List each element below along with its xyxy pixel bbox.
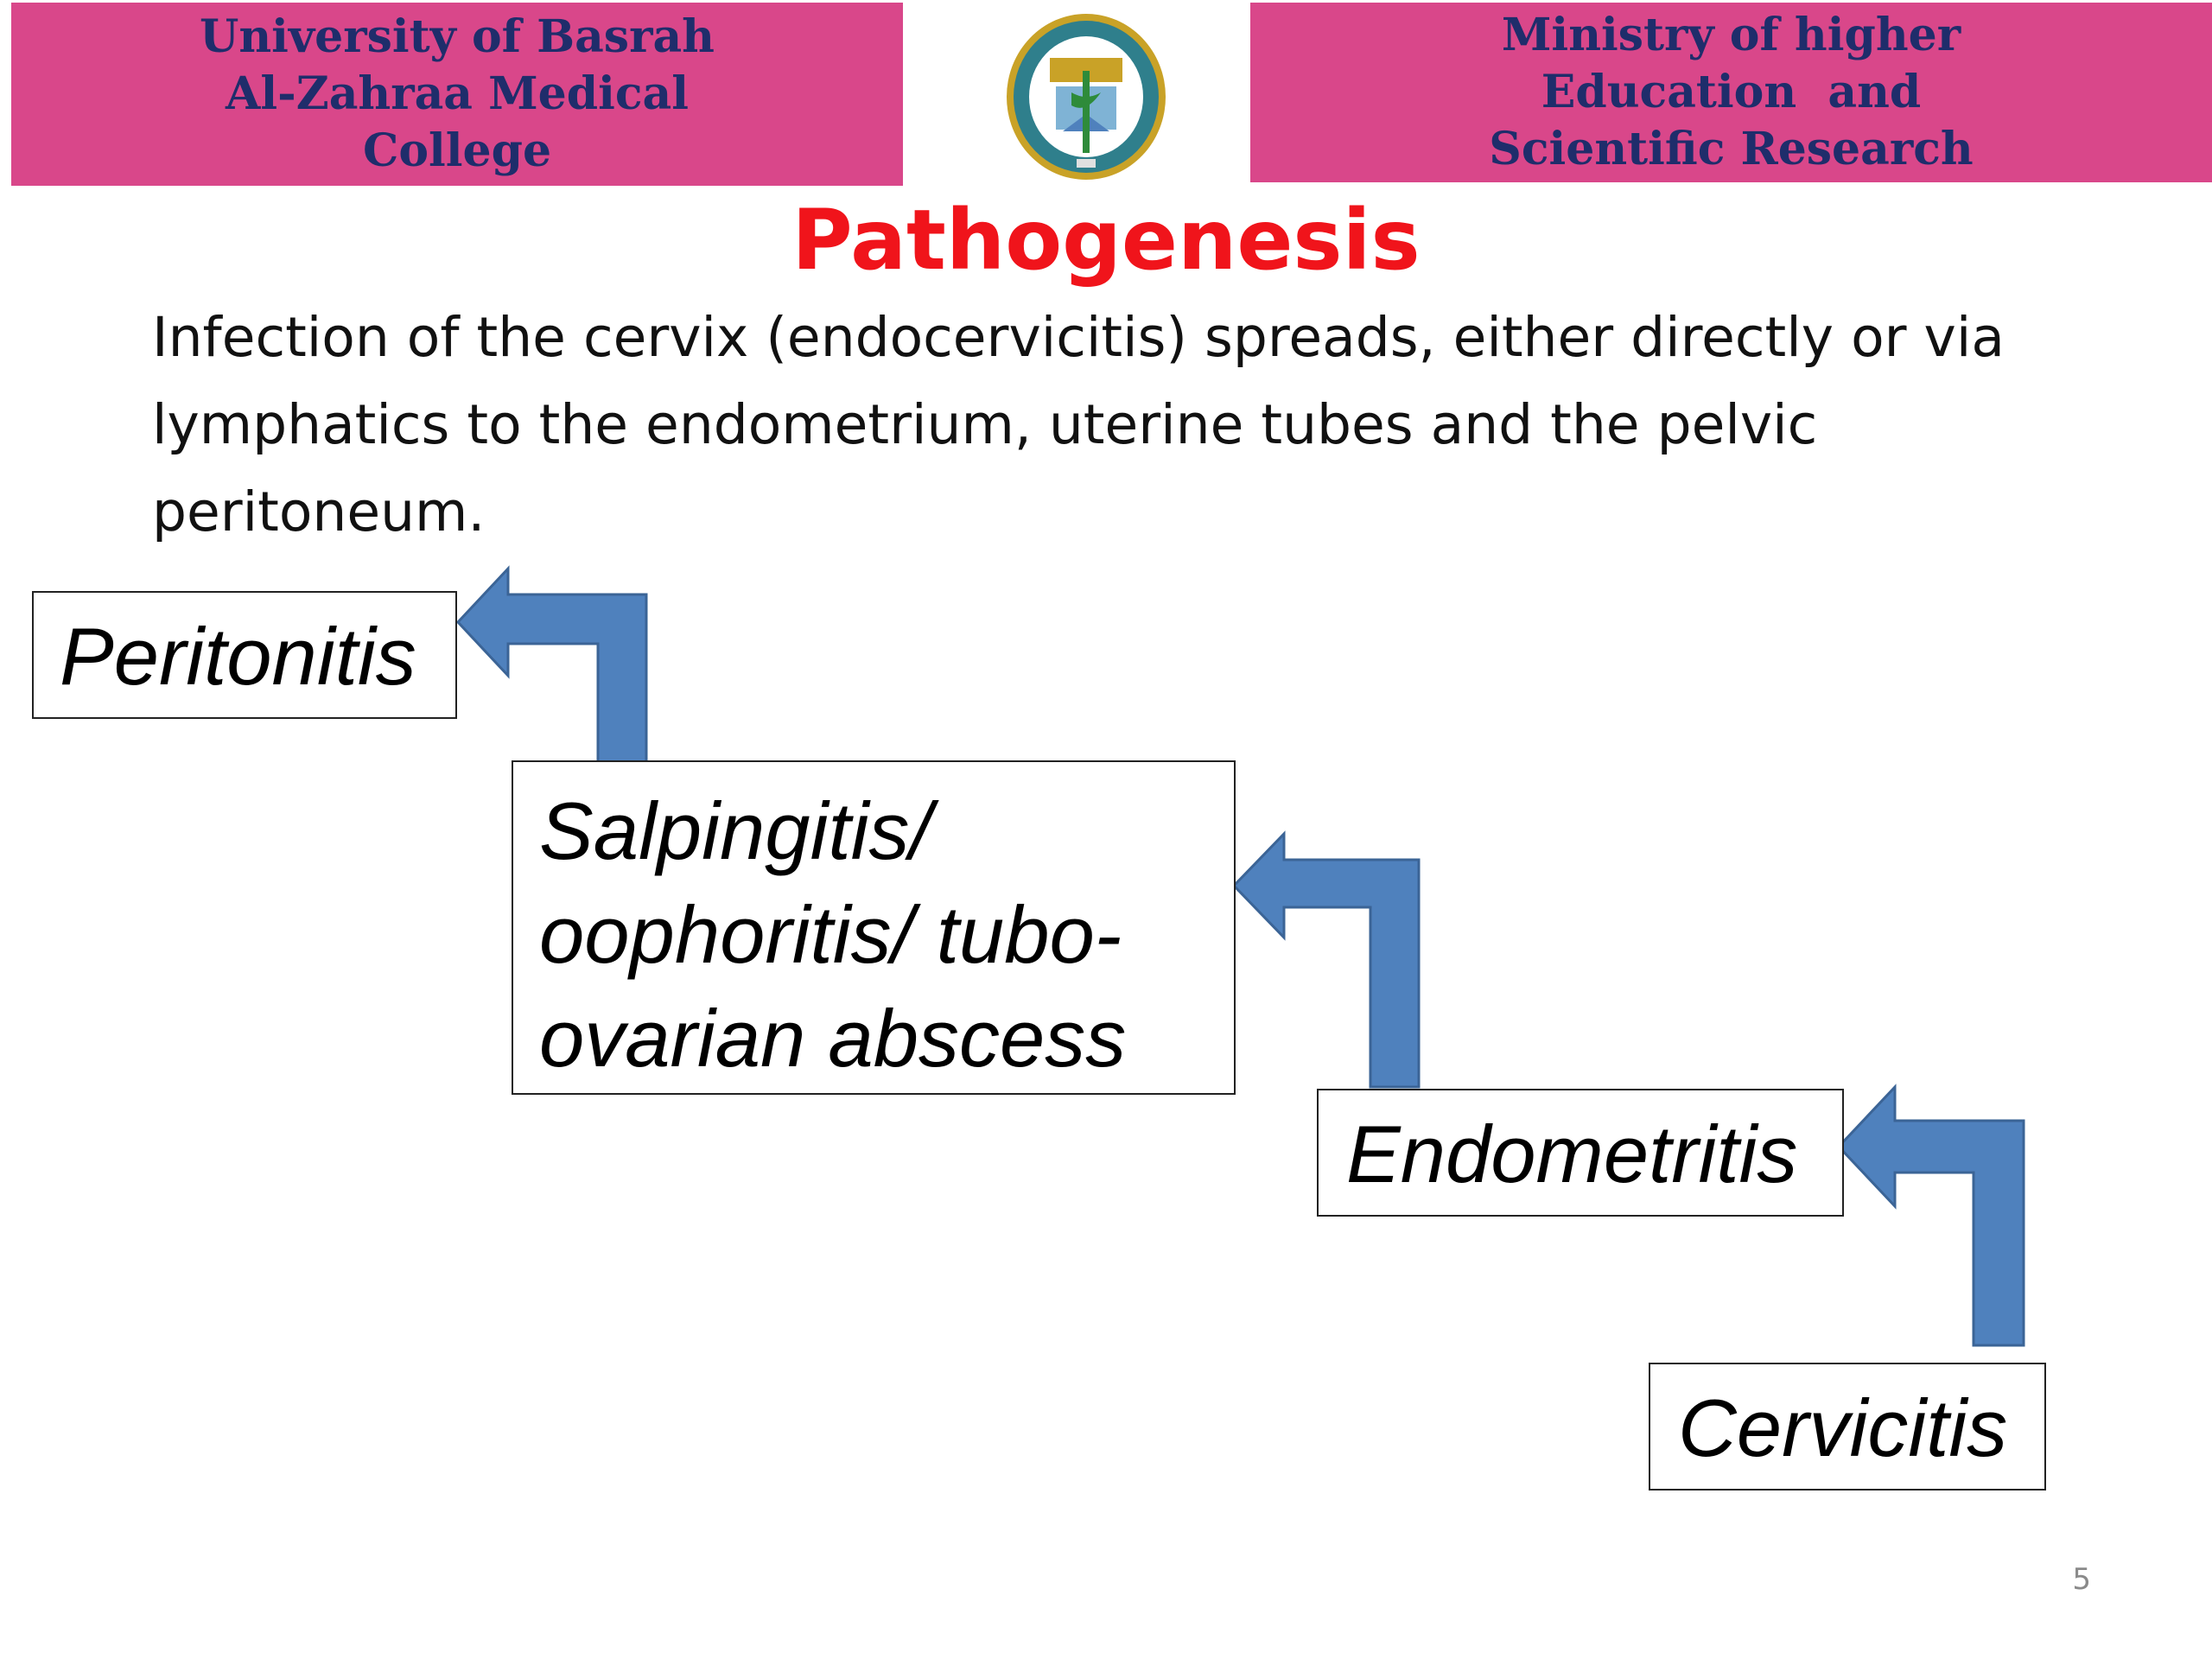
header-right-line-3: Scientific Research (1489, 123, 1974, 175)
node-cervicitis: Cervicitis (1649, 1363, 2046, 1491)
node-salpingitis: Salpingitis/ oophoritis/ tubo- ovarian a… (512, 760, 1236, 1095)
header-right-line-2: Education and (1541, 66, 1922, 118)
intro-paragraph: Infection of the cervix (endocervicitis)… (152, 306, 2005, 543)
node-salpingitis-line-1: Salpingitis/ (539, 785, 932, 876)
arrow-endometritis-to-salpingitis (1231, 830, 1421, 1089)
header-banner-right: Ministry of higher Education and Scienti… (1250, 3, 2212, 182)
node-peritonitis: Peritonitis (32, 591, 457, 719)
header-left-line-3: College (362, 124, 552, 177)
arrow-cervicitis-to-endometritis (1836, 1084, 2025, 1347)
page-number: 5 (2072, 1562, 2091, 1597)
node-endometritis: Endometritis (1317, 1089, 1844, 1217)
node-salpingitis-line-2: oophoritis/ tubo- (539, 889, 1122, 980)
header-banner-left: University of Basrah Al-Zahraa Medical C… (11, 3, 903, 186)
header-right-line-1: Ministry of higher (1501, 9, 1961, 61)
header-left-line-1: University of Basrah (200, 10, 715, 63)
node-salpingitis-line-3: ovarian abscess (539, 993, 1127, 1084)
header-left-line-2: Al-Zahraa Medical (226, 67, 689, 120)
college-logo-icon (1007, 14, 1166, 180)
page-title: Pathogenesis (791, 192, 1421, 289)
arrow-salpingitis-to-peritonitis (455, 565, 648, 769)
